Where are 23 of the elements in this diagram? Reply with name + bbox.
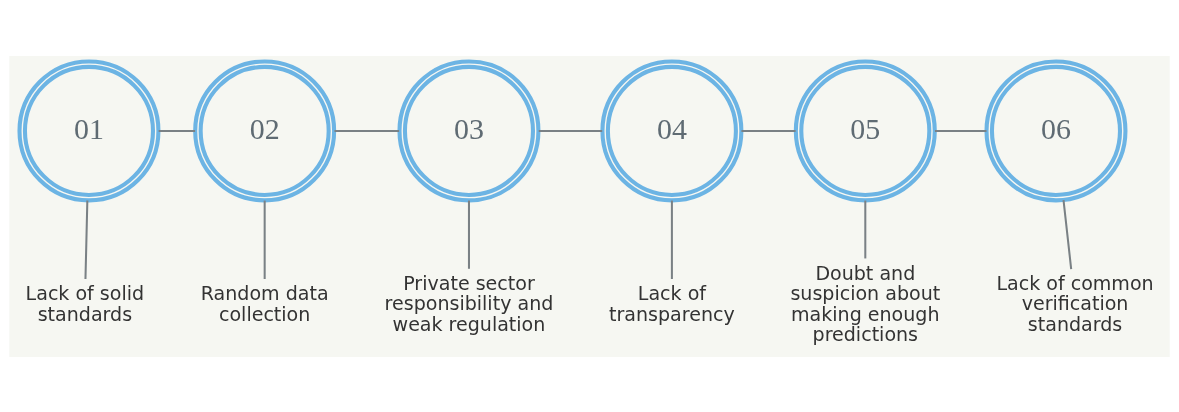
connector: [263, 200, 266, 279]
node-text: Lack of common verification standards: [996, 271, 1154, 335]
connector: [158, 129, 196, 132]
connector: [334, 129, 400, 132]
node-text: Random data collection: [200, 281, 329, 324]
node-circle: 06: [984, 58, 1128, 202]
node-circle: 02: [193, 58, 337, 202]
connector: [538, 129, 603, 132]
node-text: Doubt and suspicion about making enough predictions: [790, 261, 941, 345]
connector: [934, 129, 987, 132]
connector: [864, 200, 867, 258]
node-circle: 05: [793, 58, 937, 202]
connector: [1062, 199, 1073, 269]
node-circle: 04: [600, 58, 744, 202]
connector: [741, 129, 796, 132]
node-text: Lack of transparency: [609, 281, 735, 324]
connector: [670, 200, 673, 279]
node-circle: 01: [17, 58, 161, 202]
connector: [84, 200, 89, 279]
node-text: Lack of solid standards: [25, 281, 145, 324]
connector: [467, 200, 470, 269]
node-text: Private sector responsibility and weak regulation: [384, 271, 554, 335]
node-circle: 03: [397, 58, 541, 202]
